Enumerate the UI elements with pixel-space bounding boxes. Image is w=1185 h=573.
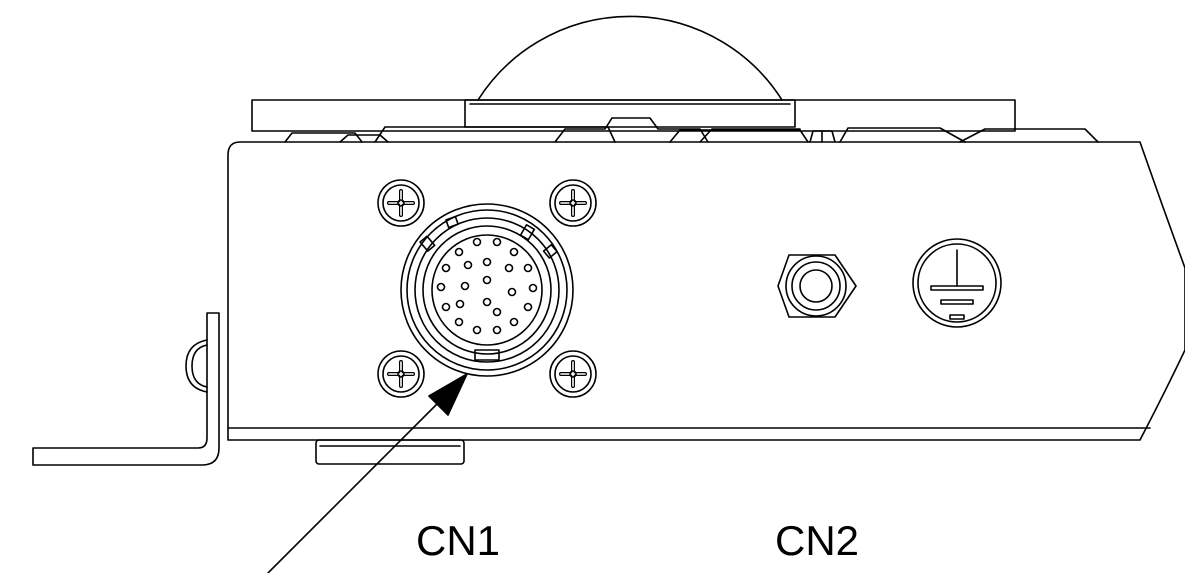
housing <box>227 141 1185 441</box>
leader-arrow <box>267 373 468 573</box>
top-plate <box>251 99 1016 132</box>
phillips-screw-icon <box>377 350 425 398</box>
phillips-screw-icon <box>377 179 425 227</box>
phillips-screw-icon <box>549 179 597 227</box>
cn1-connector <box>377 179 597 398</box>
protective-earth-icon <box>912 238 1002 328</box>
bottom-foot <box>315 439 465 465</box>
top-parts <box>284 117 1099 143</box>
top-dome <box>477 15 783 101</box>
cn2-connector <box>777 254 857 318</box>
cn1-label: CN1 <box>416 517 501 564</box>
cn1-pins <box>436 237 538 335</box>
phillips-screw-icon <box>549 350 597 398</box>
mounting-bracket <box>32 312 220 466</box>
cn2-label: CN2 <box>775 517 860 564</box>
